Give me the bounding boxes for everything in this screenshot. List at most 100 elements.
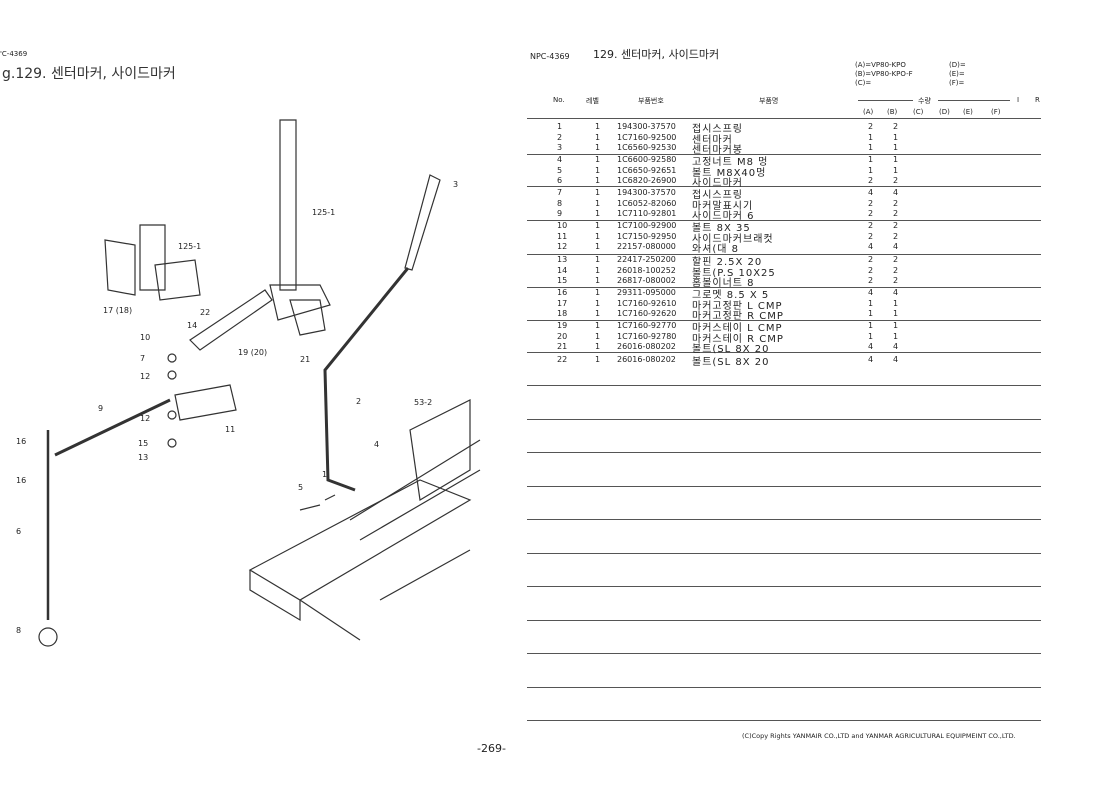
parts-diagram bbox=[38, 119, 481, 647]
cell-b: 2 bbox=[893, 122, 899, 131]
cell-part: 1C6650-92651 bbox=[617, 165, 677, 175]
cell-a: 4 bbox=[868, 242, 874, 252]
cell-no: 21 bbox=[557, 342, 568, 352]
cell-a: 1 bbox=[868, 132, 874, 142]
cell-b: 2 bbox=[893, 198, 899, 208]
cell-a: 2 bbox=[868, 255, 874, 264]
cell-part: 1C7160-92780 bbox=[617, 331, 677, 341]
header-name: 부품명 bbox=[759, 97, 779, 105]
header-qty: 수량 bbox=[918, 97, 931, 105]
cell-no: 12 bbox=[557, 242, 568, 252]
cell-lv: 1 bbox=[595, 255, 601, 264]
callout-label: 10 bbox=[140, 333, 151, 342]
cell-no: 9 bbox=[557, 209, 563, 219]
cell-lv: 1 bbox=[595, 276, 601, 286]
cell-name: 사이드마커브래컷 bbox=[692, 233, 774, 245]
cell-b: 2 bbox=[893, 221, 899, 230]
cell-lv: 1 bbox=[595, 165, 601, 175]
cell-name: 그로멧 8.5 X 5 bbox=[692, 290, 770, 301]
cell-a: 1 bbox=[868, 321, 874, 330]
page-number: -269- bbox=[477, 742, 506, 755]
callout-label: 8 bbox=[16, 626, 22, 635]
table-rule bbox=[527, 287, 1041, 288]
cell-a: 1 bbox=[868, 298, 874, 308]
callout-label: 125-1 bbox=[178, 242, 202, 251]
table-rule bbox=[527, 352, 1041, 353]
callout-label: 1 bbox=[322, 470, 328, 479]
cell-a: 2 bbox=[868, 231, 874, 241]
callout-label: 19 (20) bbox=[238, 348, 268, 357]
cell-no: 6 bbox=[557, 176, 563, 186]
table-rule bbox=[527, 118, 1041, 119]
cell-part: 1C7160-92620 bbox=[617, 309, 677, 319]
callout-label: 16 bbox=[16, 476, 27, 485]
header-no: No. bbox=[553, 96, 565, 104]
header-col-b: (B) bbox=[887, 108, 898, 116]
callout-label: 125-1 bbox=[312, 208, 336, 217]
cell-b: 2 bbox=[893, 265, 899, 275]
cell-no: 1 bbox=[557, 122, 563, 131]
table-rule bbox=[527, 419, 1041, 420]
cell-part: 1C7160-92610 bbox=[617, 298, 677, 308]
cell-part: 1C7110-92801 bbox=[617, 209, 677, 219]
left-page-code: 'C-4369 bbox=[0, 50, 28, 58]
table-rule bbox=[527, 186, 1041, 187]
cell-b: 1 bbox=[893, 298, 899, 308]
callout-label: 22 bbox=[200, 308, 211, 317]
cell-lv: 1 bbox=[595, 265, 601, 275]
cell-no: 16 bbox=[557, 288, 568, 297]
callout-label: 4 bbox=[374, 440, 380, 449]
cell-lv: 1 bbox=[595, 242, 601, 252]
cell-lv: 1 bbox=[595, 143, 601, 153]
cell-part: 1C7150-92950 bbox=[617, 231, 677, 241]
header-col-f: (F) bbox=[991, 108, 1001, 116]
callout-label: 14 bbox=[187, 321, 198, 330]
cell-part: 1C7160-92770 bbox=[617, 321, 677, 330]
cell-name: 마커스테이 R CMP bbox=[692, 333, 784, 345]
header-col-e: (E) bbox=[963, 108, 973, 116]
header-part-no: 부품번호 bbox=[638, 97, 664, 105]
cell-a: 2 bbox=[868, 209, 874, 219]
cell-name: 볼트(SL 8X 20 bbox=[692, 344, 770, 356]
table-rule bbox=[527, 586, 1041, 587]
cell-a: 4 bbox=[868, 288, 874, 297]
header-col-d: (D) bbox=[939, 108, 950, 116]
cell-lv: 1 bbox=[595, 331, 601, 341]
cell-a: 2 bbox=[868, 221, 874, 230]
cell-no: 8 bbox=[557, 198, 563, 208]
cell-lv: 1 bbox=[595, 321, 601, 330]
cell-no: 13 bbox=[557, 255, 568, 264]
table-rule bbox=[527, 254, 1041, 255]
cell-no: 19 bbox=[557, 321, 568, 330]
model-f: (F)= bbox=[949, 79, 965, 87]
cell-b: 2 bbox=[893, 276, 899, 286]
callout-label: 13 bbox=[138, 453, 149, 462]
cell-no: 10 bbox=[557, 221, 568, 230]
cell-name: 볼트(SL 8X 20 bbox=[692, 357, 770, 368]
cell-part: 26817-080002 bbox=[617, 276, 676, 286]
header-r: R bbox=[1035, 96, 1040, 104]
cell-part: 26016-080202 bbox=[617, 342, 676, 352]
cell-a: 2 bbox=[868, 176, 874, 186]
cell-b: 4 bbox=[893, 355, 899, 364]
callout-label: 9 bbox=[98, 404, 104, 413]
cell-name: 볼트(P.S 10X25 bbox=[692, 267, 776, 279]
cell-name: 볼트 8X 35 bbox=[692, 223, 751, 234]
copyright: (C)Copy Rights YANMAIR CO.,LTD and YANMA… bbox=[742, 732, 1016, 740]
cell-b: 2 bbox=[893, 176, 899, 186]
table-rule bbox=[527, 620, 1041, 621]
model-d: (D)= bbox=[949, 61, 966, 69]
cell-lv: 1 bbox=[595, 298, 601, 308]
cell-b: 4 bbox=[893, 342, 899, 352]
table-rule bbox=[527, 385, 1041, 386]
cell-a: 1 bbox=[868, 331, 874, 341]
cell-no: 15 bbox=[557, 276, 568, 286]
